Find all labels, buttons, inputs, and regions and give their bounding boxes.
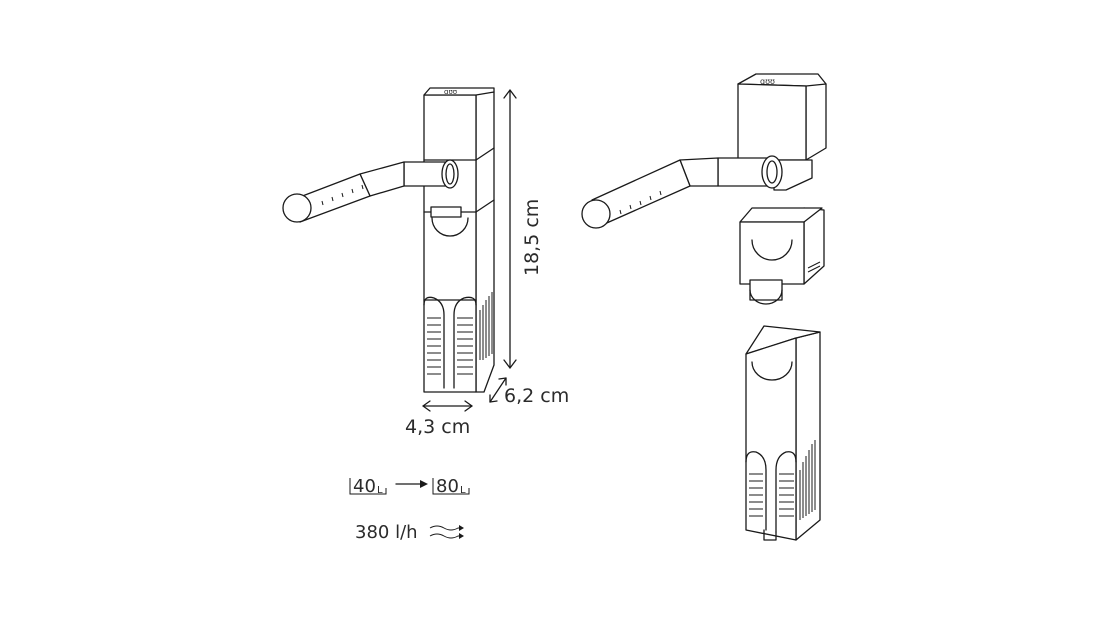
width-label: 4,3 cm <box>405 416 470 438</box>
outlet-pipe-right <box>581 155 783 229</box>
flow-spec: 380 l/h <box>355 522 464 543</box>
intake-cap <box>739 207 825 305</box>
height-label: 18,5 cm <box>521 199 543 276</box>
width-dimension: 4,3 cm <box>405 400 473 438</box>
volume-max: 80 <box>436 476 459 497</box>
volume-max-unit: L <box>460 485 466 496</box>
volume-min-unit: L <box>377 485 383 496</box>
volume-spec: 40 L 80 L <box>349 476 470 497</box>
pump-head: ɑʊʊ <box>737 73 827 191</box>
exploded-view: ɑʊʊ <box>581 73 827 541</box>
volume-min: 40 <box>353 476 376 497</box>
filter-cartridge <box>745 325 821 541</box>
cartridge-grille <box>749 440 816 520</box>
outlet-pipe <box>282 159 459 223</box>
pump-head-label: ɑʊʊ <box>760 77 775 86</box>
depth-dimension: 6,2 cm <box>489 377 569 407</box>
intake-grille <box>427 292 493 375</box>
depth-label: 6,2 cm <box>504 385 569 407</box>
flow-icon <box>429 525 464 539</box>
assembled-filter: ɑʊʊ <box>282 87 495 393</box>
height-dimension: 18,5 cm <box>503 89 543 369</box>
head-label: ɑʊʊ <box>444 88 457 96</box>
flow-rate: 380 l/h <box>355 522 418 543</box>
